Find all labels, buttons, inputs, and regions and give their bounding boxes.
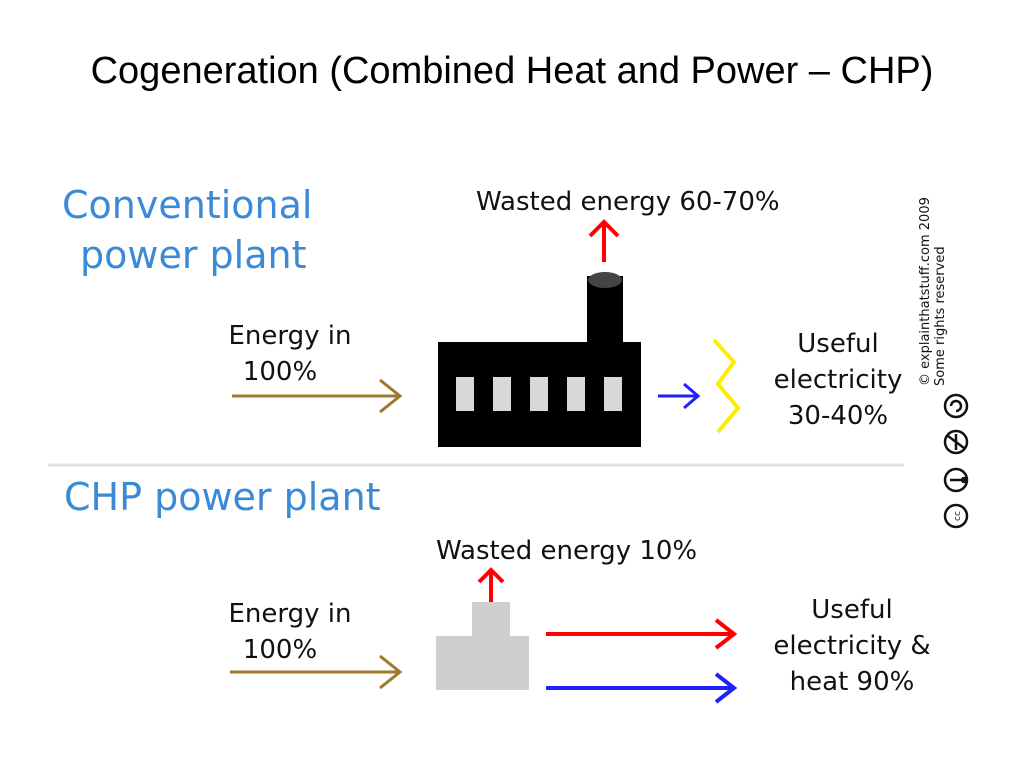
chp-electricity-arrow xyxy=(546,672,738,704)
attribution-icon xyxy=(943,467,969,493)
sharealike-icon xyxy=(943,393,969,419)
conventional-heading-line2: power plant xyxy=(80,233,307,277)
slide-title: Cogeneration (Combined Heat and Power – … xyxy=(90,50,934,92)
conventional-energy-in-line2: 100% xyxy=(242,357,318,387)
chp-power-plant xyxy=(436,602,529,690)
conventional-energy-in-line1: Energy in xyxy=(228,321,352,351)
chp-useful-label: Useful electricity & heat 90% xyxy=(738,592,966,700)
conventional-heading-line1: Conventional xyxy=(62,183,313,227)
chp-useful-line3: heat 90% xyxy=(789,667,915,697)
cc-icon: cc xyxy=(943,503,969,529)
conventional-useful-line3: 30-40% xyxy=(787,401,889,431)
conventional-waste-arrow xyxy=(588,219,620,262)
chp-heat-arrow xyxy=(546,618,738,650)
svg-text:cc: cc xyxy=(953,511,963,521)
conventional-heading: Conventional power plant xyxy=(62,180,312,280)
noncommercial-icon xyxy=(943,429,969,455)
chp-energy-in-line2: 100% xyxy=(242,635,318,665)
chp-energy-in-label: Energy in 100% xyxy=(200,596,380,668)
conventional-energy-in-arrow xyxy=(232,378,403,414)
conventional-power-plant xyxy=(438,272,641,447)
chp-useful-line2: electricity & xyxy=(773,631,931,661)
chp-wasted-label: Wasted energy 10% xyxy=(436,536,698,566)
chp-heading: CHP power plant xyxy=(64,475,381,519)
lightning-icon xyxy=(712,338,741,434)
license-icons: cc xyxy=(943,393,969,529)
chp-energy-in-line1: Energy in xyxy=(228,599,352,629)
chp-energy-in-arrow xyxy=(230,654,403,690)
chp-waste-arrow xyxy=(477,567,505,603)
conventional-energy-in-label: Energy in 100% xyxy=(200,318,380,390)
conventional-useful-label: Useful electricity 30-40% xyxy=(750,326,926,434)
conventional-wasted-label: Wasted energy 60-70% xyxy=(476,187,780,217)
chp-useful-line1: Useful xyxy=(811,595,893,625)
conventional-useful-line1: Useful xyxy=(797,329,879,359)
conventional-electricity-arrow xyxy=(658,382,701,410)
conventional-useful-line2: electricity xyxy=(773,365,903,395)
